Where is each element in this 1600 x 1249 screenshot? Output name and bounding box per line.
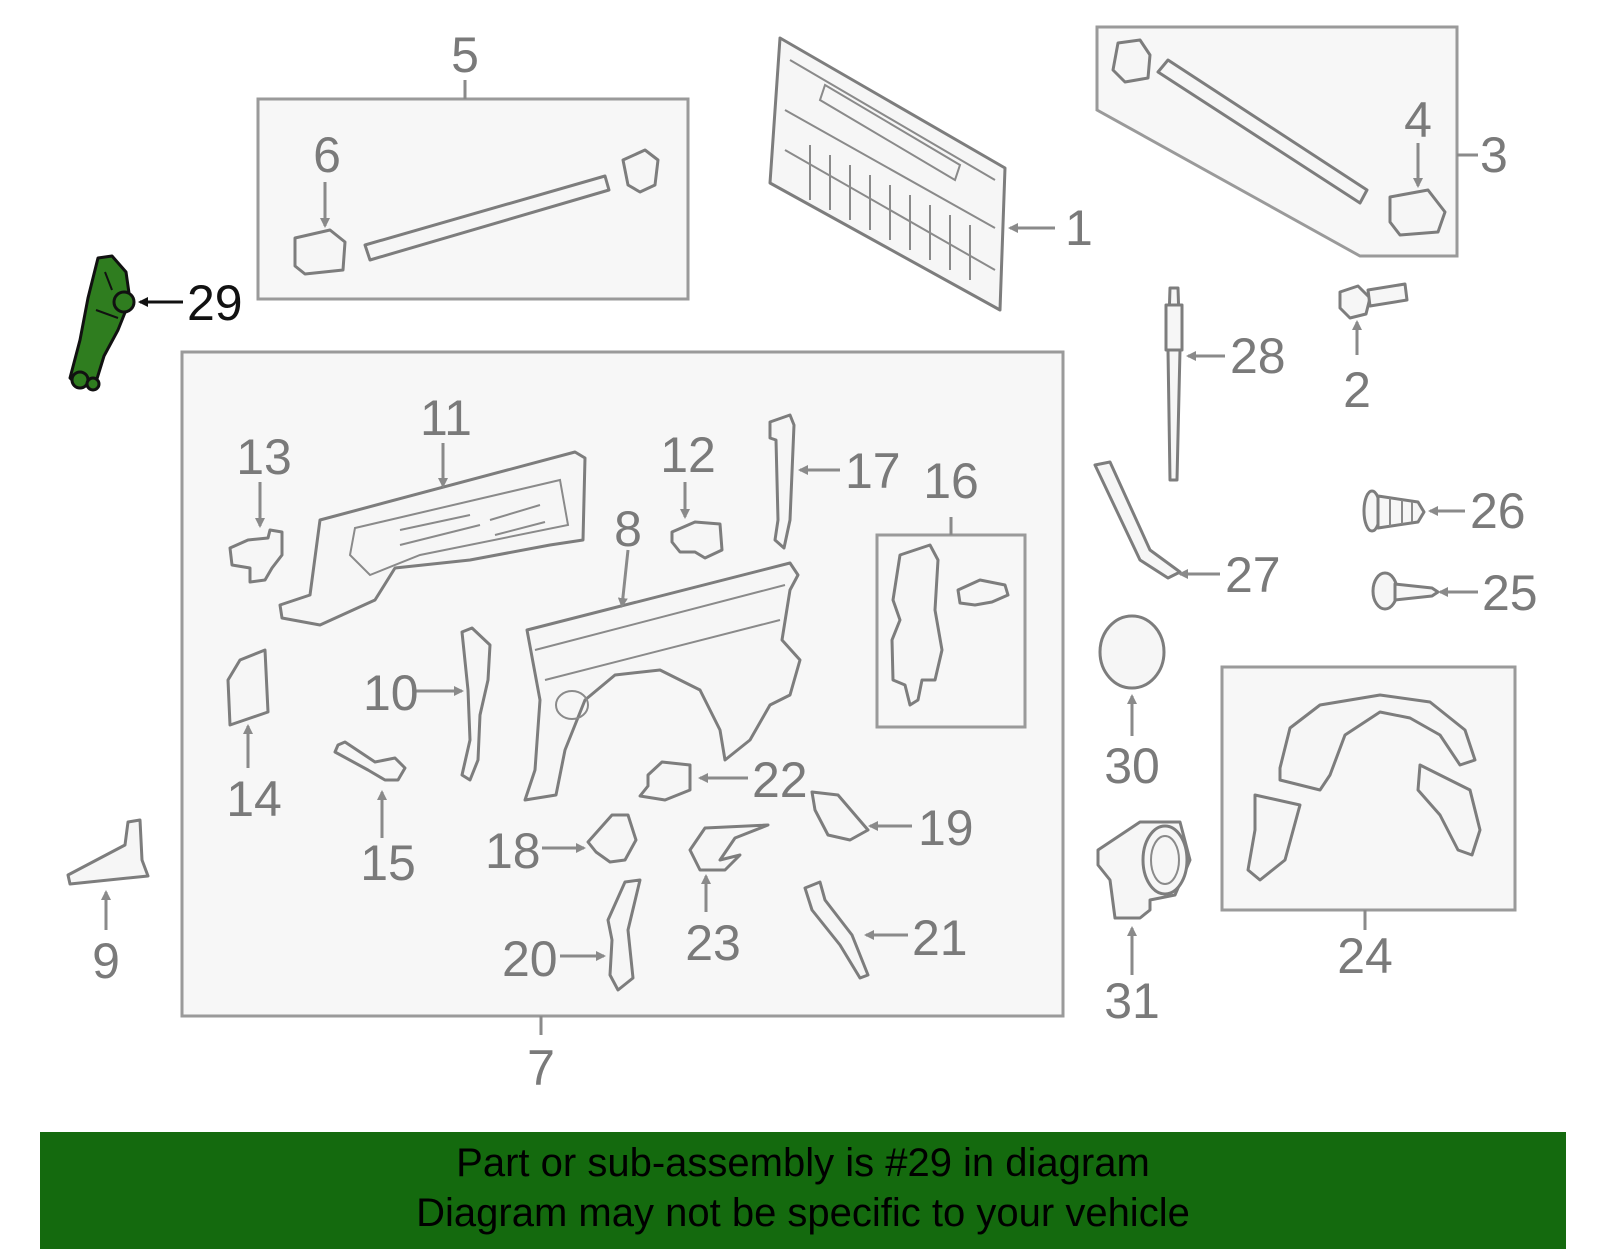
part-6[interactable] [293, 228, 347, 276]
part-28[interactable] [1164, 286, 1184, 482]
label-13: 13 [236, 429, 292, 485]
part-11[interactable] [278, 450, 587, 627]
label-5: 5 [451, 27, 479, 83]
footer-line-1: Part or sub-assembly is #29 in diagram [456, 1141, 1150, 1185]
footer-line-2: Diagram may not be specific to your vehi… [416, 1191, 1190, 1235]
part-27[interactable] [1093, 460, 1182, 580]
part-2[interactable] [1338, 282, 1409, 320]
label-24: 24 [1337, 928, 1393, 984]
group-box-3 [1095, 25, 1478, 258]
label-18: 18 [485, 823, 541, 879]
parts-diagram: 5 6 1 4 3 2 29 28 [66, 25, 1538, 1096]
label-12: 12 [660, 427, 716, 483]
part-24-rear[interactable] [1416, 763, 1482, 857]
group-box-24 [1220, 665, 1517, 930]
label-20: 20 [502, 931, 558, 987]
part-8[interactable] [523, 561, 802, 802]
part-26[interactable] [1362, 489, 1426, 533]
part-rail-5[interactable] [363, 174, 611, 262]
part-25[interactable] [1371, 571, 1440, 611]
part-30[interactable] [1098, 614, 1166, 690]
group-box-16 [875, 517, 1027, 729]
label-1: 1 [1065, 200, 1093, 256]
part-endcap-5[interactable] [621, 148, 660, 194]
label-8: 8 [614, 501, 642, 557]
label-31: 31 [1104, 973, 1160, 1029]
label-15: 15 [360, 835, 416, 891]
label-23: 23 [685, 915, 741, 971]
part-18[interactable] [586, 813, 638, 864]
part-16-bracket[interactable] [890, 543, 944, 707]
part-13[interactable] [228, 528, 284, 584]
part-endcap-3[interactable] [1111, 38, 1152, 84]
group-box-5 [256, 80, 690, 301]
part-12[interactable] [670, 520, 724, 560]
label-14: 14 [226, 771, 282, 827]
part-15[interactable] [333, 740, 407, 782]
label-17: 17 [845, 443, 901, 499]
label-27: 27 [1225, 547, 1281, 603]
part-31[interactable] [1096, 820, 1192, 920]
part-9[interactable] [66, 818, 150, 886]
label-25: 25 [1482, 565, 1538, 621]
label-30: 30 [1104, 738, 1160, 794]
part-20[interactable] [606, 878, 642, 992]
label-4: 4 [1404, 92, 1432, 148]
label-3: 3 [1480, 127, 1508, 183]
label-26: 26 [1470, 483, 1526, 539]
label-21: 21 [912, 910, 968, 966]
part-rail-3[interactable] [1156, 58, 1369, 205]
part-14[interactable] [226, 648, 270, 727]
label-28: 28 [1230, 328, 1286, 384]
label-2: 2 [1343, 362, 1371, 418]
part-23[interactable] [688, 823, 770, 872]
label-16: 16 [923, 453, 979, 509]
part-24-liner[interactable] [1278, 693, 1477, 792]
part-17[interactable] [768, 413, 796, 550]
label-6: 6 [313, 127, 341, 183]
part-19[interactable] [810, 790, 870, 842]
part-10[interactable] [460, 626, 492, 782]
label-9: 9 [92, 933, 120, 989]
part-29-highlighted[interactable] [68, 254, 136, 392]
part-4[interactable] [1388, 188, 1447, 237]
part-16-clip[interactable] [956, 578, 1010, 607]
label-7: 7 [527, 1040, 555, 1096]
label-19: 19 [918, 800, 974, 856]
label-11: 11 [420, 390, 472, 446]
label-22: 22 [752, 752, 808, 808]
label-29: 29 [187, 275, 243, 331]
part-1[interactable] [768, 36, 1007, 312]
label-10: 10 [363, 665, 419, 721]
part-24-front[interactable] [1246, 793, 1302, 882]
part-21[interactable] [803, 880, 870, 980]
footer-banner: Part or sub-assembly is #29 in diagram D… [40, 1132, 1566, 1249]
part-22[interactable] [638, 760, 692, 802]
